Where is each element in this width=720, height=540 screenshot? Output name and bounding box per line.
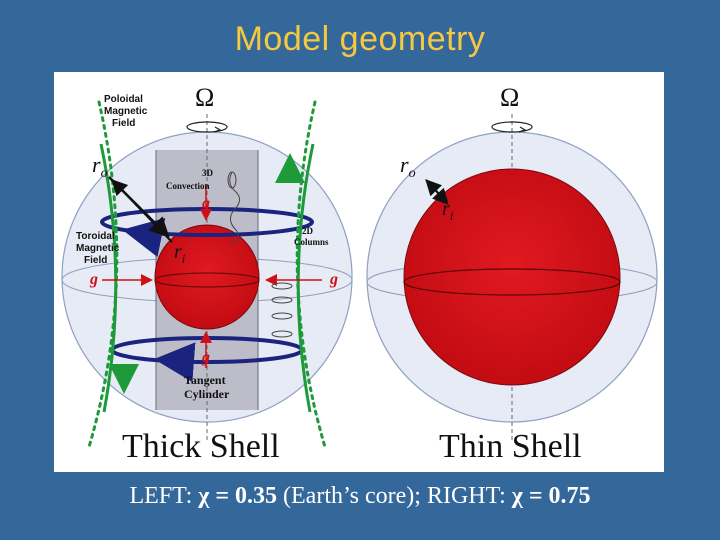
caption-chi-right: χ	[511, 483, 523, 509]
slide-title: Model geometry	[234, 20, 486, 58]
gravity-label-top: g	[201, 195, 210, 212]
model-geometry-figure: Ω ro ri Poloidal Magnetic Field Toroidal…	[54, 72, 664, 472]
column-markers	[271, 282, 293, 338]
caption-left-note: (Earth’s core); RIGHT:	[277, 483, 512, 509]
right-omega-label: Ω	[500, 83, 519, 112]
right-ro-label: ro	[400, 152, 416, 181]
cylinder-label: Tangent Cylinder	[184, 373, 230, 401]
left-inner-core	[154, 224, 260, 330]
convection-label: 3D Convection	[166, 168, 215, 191]
left-rotation-arrow	[186, 121, 228, 133]
right-ri-label: ri	[442, 198, 454, 223]
left-omega-label: Ω	[195, 83, 214, 112]
gravity-label-right: g	[329, 271, 338, 288]
thick-shell-diagram: Ω ro ri Poloidal Magnetic Field Toroidal…	[61, 83, 353, 465]
left-ro-label: ro	[92, 152, 108, 181]
toroidal-label: Toroidal Magnetic Field	[76, 231, 122, 266]
caption-right-value: = 0.75	[522, 483, 591, 509]
caption-chi-left: χ	[198, 483, 210, 509]
gravity-label-bottom: g	[201, 349, 210, 366]
right-rotation-arrow	[491, 121, 533, 133]
right-ri-arrow	[425, 179, 445, 200]
right-inner-core	[403, 168, 621, 386]
thin-shell-caption: Thin Shell	[439, 428, 582, 465]
thick-shell-caption: Thick Shell	[122, 428, 280, 465]
poloidal-label: Poloidal Magnetic Field	[104, 94, 150, 129]
toroidal-ring-lower	[110, 349, 304, 364]
thin-shell-diagram: Ω ro ri Thin Shell	[366, 83, 658, 465]
left-ri-label: ri	[174, 241, 186, 266]
gravity-label-left: g	[89, 271, 98, 288]
left-ri-arrow	[111, 179, 173, 243]
caption-left-value: = 0.35	[209, 483, 278, 509]
convection-squiggle	[229, 171, 240, 245]
columns-label: 2D Columns	[294, 226, 329, 247]
bottom-caption: LEFT: χ = 0.35 (Earth’s core); RIGHT: χ …	[0, 483, 720, 510]
caption-left-prefix: LEFT:	[129, 483, 199, 509]
